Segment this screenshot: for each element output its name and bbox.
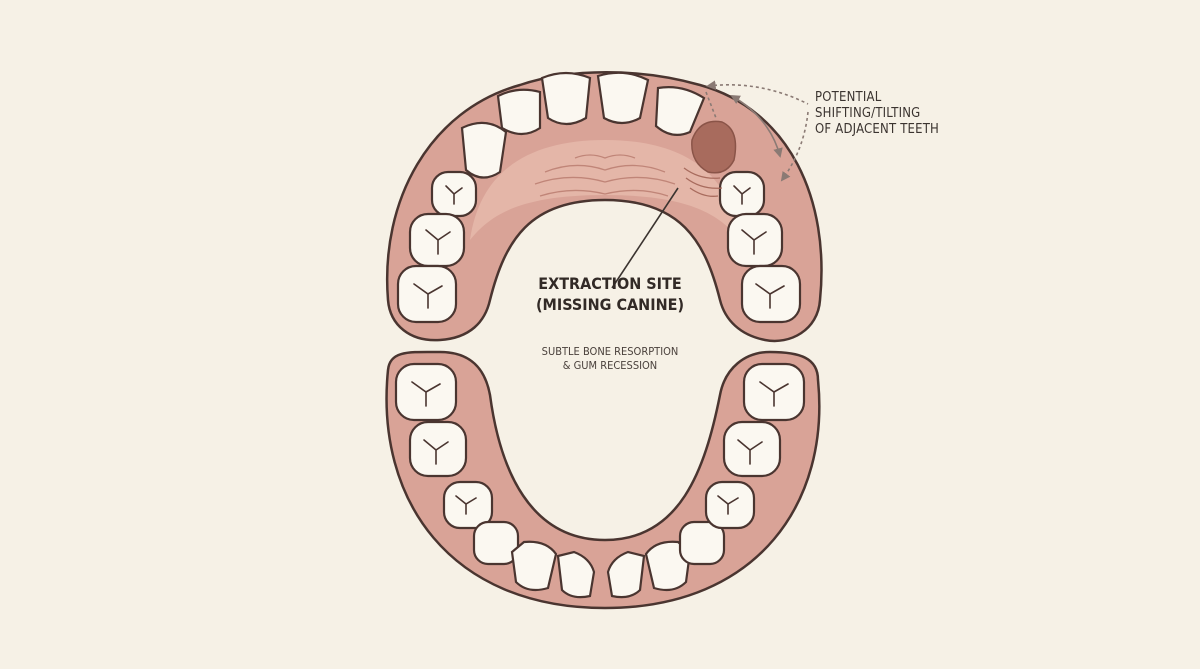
tooth-upper-incisor (540, 71, 592, 126)
tooth-lower-incisor (556, 550, 596, 599)
upper-palate (470, 140, 740, 240)
upper-teeth (396, 71, 802, 324)
extraction-site-title: EXTRACTION SITE (MISSING CANINE) (520, 273, 700, 315)
tooth-lower-premolar (442, 480, 494, 530)
lower-teeth (394, 362, 806, 599)
tooth-lower-canine (510, 540, 558, 592)
tooth-lower-premolar (704, 480, 756, 530)
palate-ridges (534, 154, 676, 197)
extraction-leader-line (611, 187, 679, 289)
shifting-line-3: OF ADJACENT TEETH (815, 122, 940, 137)
shifting-line-1: POTENTIAL (815, 90, 882, 105)
site-subtitle-line-2: & GUM RECESSION (562, 359, 658, 372)
socket-icon (691, 120, 737, 174)
shifting-annotation: POTENTIAL SHIFTING/TILTING OF ADJACENT T… (815, 90, 939, 138)
shifting-line-2: SHIFTING/TILTING (815, 106, 921, 121)
tooth-upper-incisor (496, 88, 542, 136)
tooth-upper-canine (460, 121, 508, 179)
site-title-line-1: EXTRACTION SITE (538, 274, 682, 293)
tooth-lower-canine (644, 540, 692, 592)
tooth-lower-premolar (678, 520, 726, 566)
tooth-upper-incisor (596, 71, 650, 125)
site-subtitle-line-1: SUBTLE BONE RESORPTION (541, 345, 679, 358)
site-title-line-2: (MISSING CANINE) (535, 295, 685, 314)
tooth-upper-incisor (654, 86, 706, 137)
curved-arrow-icon (705, 80, 809, 182)
extraction-site-subtitle: SUBTLE BONE RESORPTION & GUM RECESSION (510, 345, 710, 373)
gum-recession-lines (683, 167, 723, 197)
tooth-lower-premolar (472, 520, 520, 566)
tooth-lower-incisor (606, 550, 646, 599)
cusp-grooves (411, 185, 789, 515)
